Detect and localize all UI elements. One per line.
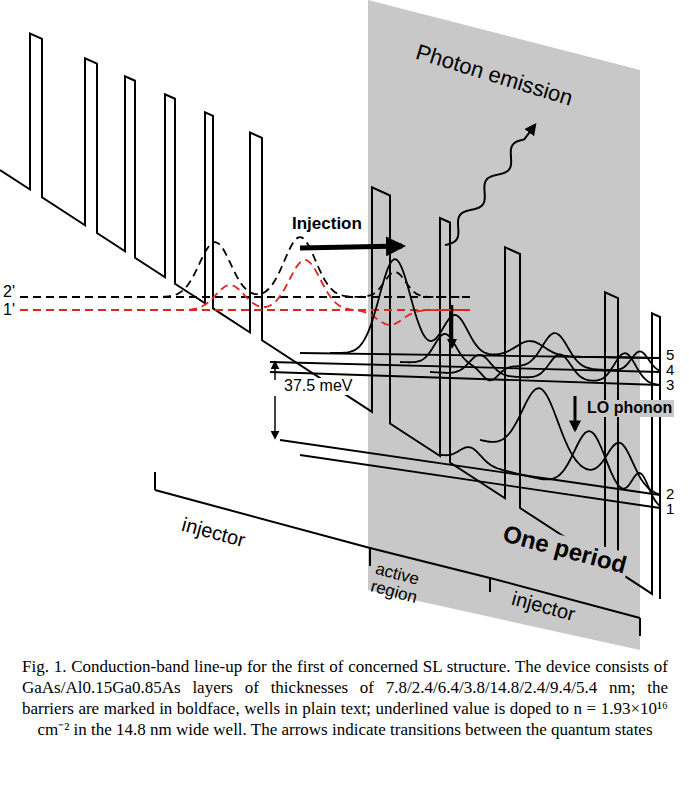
phonon-arrow	[574, 396, 577, 430]
state-label: 5	[666, 347, 674, 363]
level-1prime	[20, 309, 470, 311]
radiative-arrow	[451, 305, 454, 347]
injection-label: Injection	[290, 215, 364, 233]
state-label: 2'	[3, 284, 15, 301]
energy-label: 37.5 meV	[282, 378, 354, 395]
wavefunction	[150, 237, 470, 297]
energy-arrow	[274, 396, 276, 438]
state-label: 1'	[3, 302, 15, 319]
energy-arrow	[274, 362, 276, 380]
period-bracket	[155, 490, 640, 618]
level-2	[280, 440, 660, 495]
state-label: 4	[666, 362, 674, 378]
state-label: 2	[666, 486, 674, 502]
wavefunction	[150, 260, 470, 325]
photon-arrow	[445, 125, 535, 245]
state-label: 1	[666, 501, 674, 517]
injection-arrow	[300, 246, 402, 248]
region-label: injector	[180, 514, 248, 551]
wavefunction	[330, 259, 660, 358]
figure-caption: Fig. 1. Conduction-band line-up for the …	[22, 656, 668, 740]
bracket-tick	[154, 472, 156, 490]
bracket-tick	[639, 618, 641, 636]
phonon-label: LO phonon	[585, 400, 674, 417]
level-1	[300, 455, 660, 508]
wavefunction	[440, 431, 660, 506]
band-profile	[0, 34, 660, 600]
wavefunction	[430, 353, 660, 385]
bracket-tick	[489, 578, 491, 592]
state-label: 3	[666, 377, 674, 393]
bracket-tick	[369, 548, 371, 566]
